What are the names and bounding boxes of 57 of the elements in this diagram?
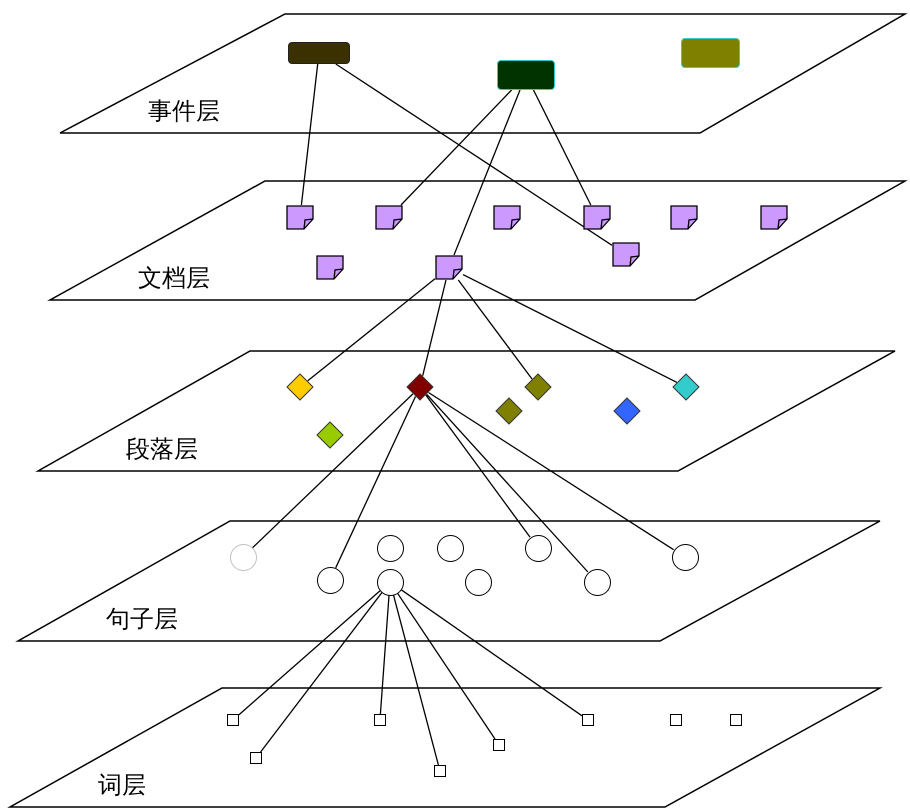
connector-line (307, 278, 436, 382)
connector-line (300, 64, 318, 206)
connector-line (238, 590, 380, 716)
diamond-marker (524, 373, 552, 401)
layer-label: 事件层 (148, 97, 220, 125)
document-icon (583, 205, 611, 230)
layer-label: 词层 (98, 771, 146, 799)
layer-plane (38, 351, 895, 471)
connector-line (400, 90, 512, 206)
connector-line (260, 592, 382, 752)
document-icon (286, 205, 314, 230)
connector-line (380, 595, 390, 714)
connector-line (462, 274, 677, 383)
layer-plane (18, 521, 880, 641)
event-box (288, 42, 350, 64)
connector-line (422, 280, 447, 376)
connector-line (400, 589, 582, 716)
layer-label: 句子层 (106, 605, 178, 633)
document-icon (493, 205, 521, 230)
square-node (227, 714, 239, 726)
square-node (730, 714, 742, 726)
layer-plane (10, 688, 880, 807)
document-icon (612, 242, 640, 267)
document-icon (316, 255, 344, 280)
layer-plane (50, 181, 905, 300)
square-node (670, 714, 682, 726)
connector-line (425, 394, 531, 538)
layer-label: 文档层 (138, 264, 210, 292)
diamond-marker (613, 397, 641, 425)
connector-line (453, 90, 521, 256)
square-node (250, 752, 262, 764)
event-box (497, 60, 555, 90)
diamond-marker (672, 373, 700, 401)
document-icon (435, 255, 463, 280)
connector-line (335, 396, 416, 568)
document-icon (670, 205, 698, 230)
square-node (434, 765, 446, 777)
connector-line (396, 592, 496, 740)
diamond-marker (316, 421, 344, 449)
connector-line (252, 393, 414, 548)
square-node (582, 714, 594, 726)
square-node (374, 714, 386, 726)
diamond-marker (406, 373, 434, 401)
document-icon (760, 205, 788, 230)
connector-line (392, 594, 440, 766)
connector-line (428, 392, 674, 550)
connector-line (458, 280, 533, 380)
event-box (681, 38, 740, 68)
layer-plane (60, 14, 905, 133)
connector-line (426, 394, 588, 572)
diamond-marker (495, 397, 523, 425)
diamond-marker (286, 373, 314, 401)
connector-line (532, 90, 592, 206)
layer-label: 段落层 (126, 435, 198, 463)
connector-line (335, 63, 612, 246)
square-node (493, 739, 505, 751)
document-icon (375, 205, 403, 230)
